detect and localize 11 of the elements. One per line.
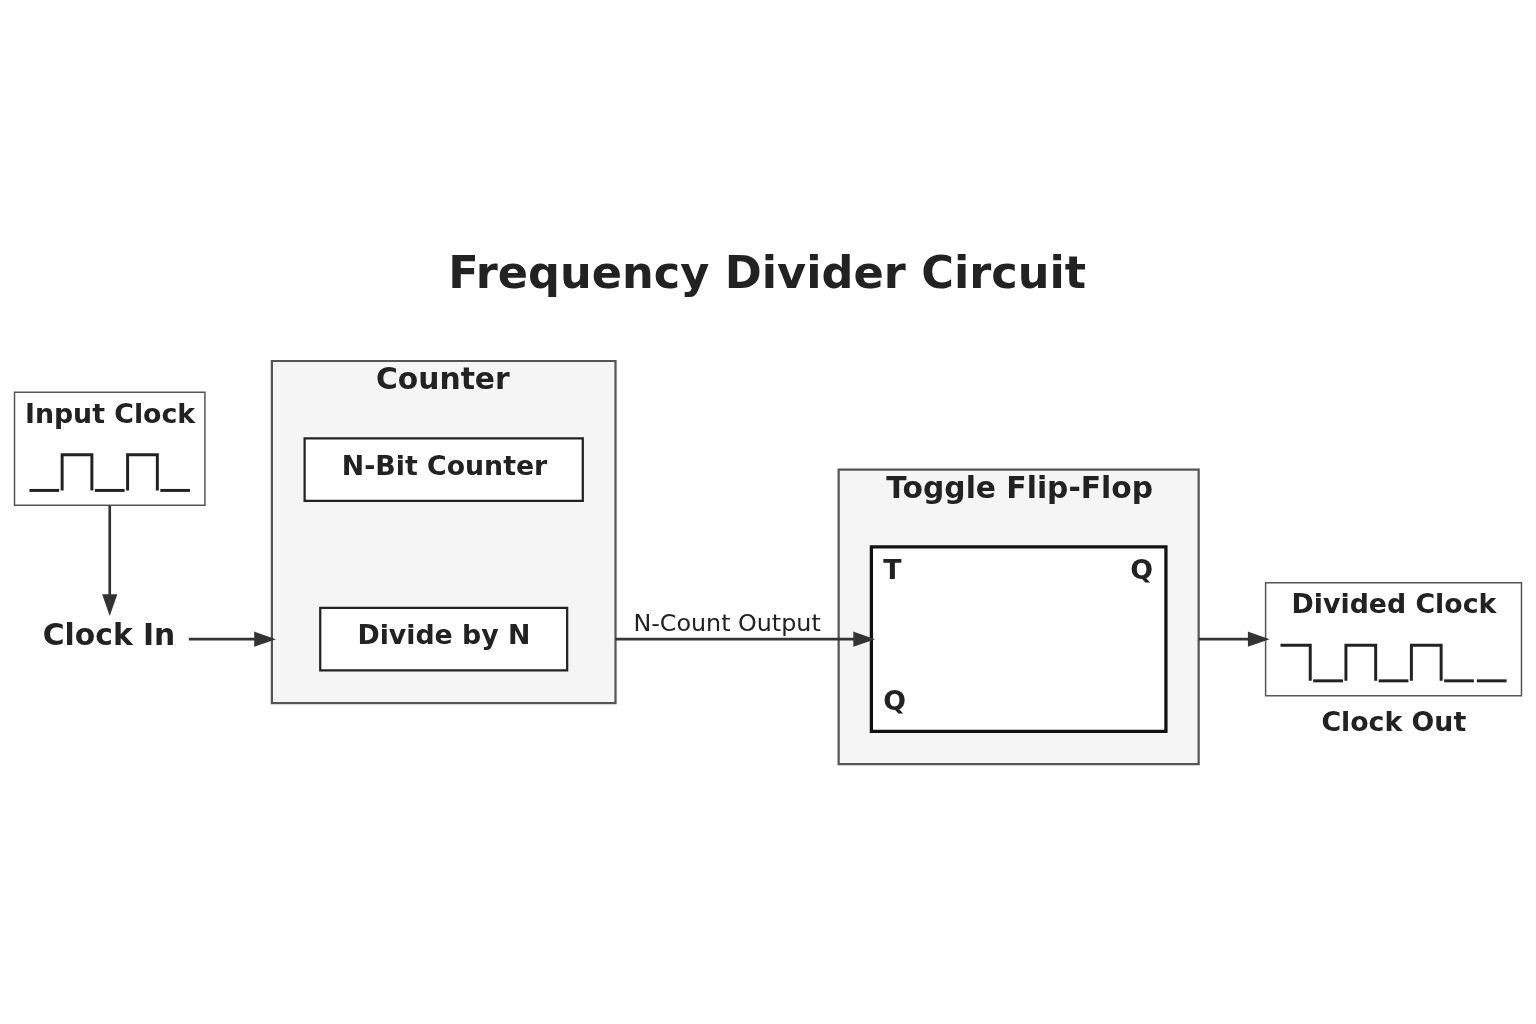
arrow	[1198, 631, 1270, 647]
node-box: T Q Q	[869, 545, 1168, 734]
node-label: Clock Out	[1321, 705, 1467, 737]
node-box: Divide by N	[319, 606, 569, 672]
diagram-title: Frequency Divider Circuit	[448, 247, 1087, 300]
node-text: Clock In	[42, 617, 176, 653]
edge-label: N-Count Output	[633, 609, 821, 638]
arrow	[188, 631, 276, 647]
arrow	[102, 505, 118, 617]
arrow	[615, 631, 876, 647]
node-box: N-Bit Counter	[303, 437, 584, 502]
